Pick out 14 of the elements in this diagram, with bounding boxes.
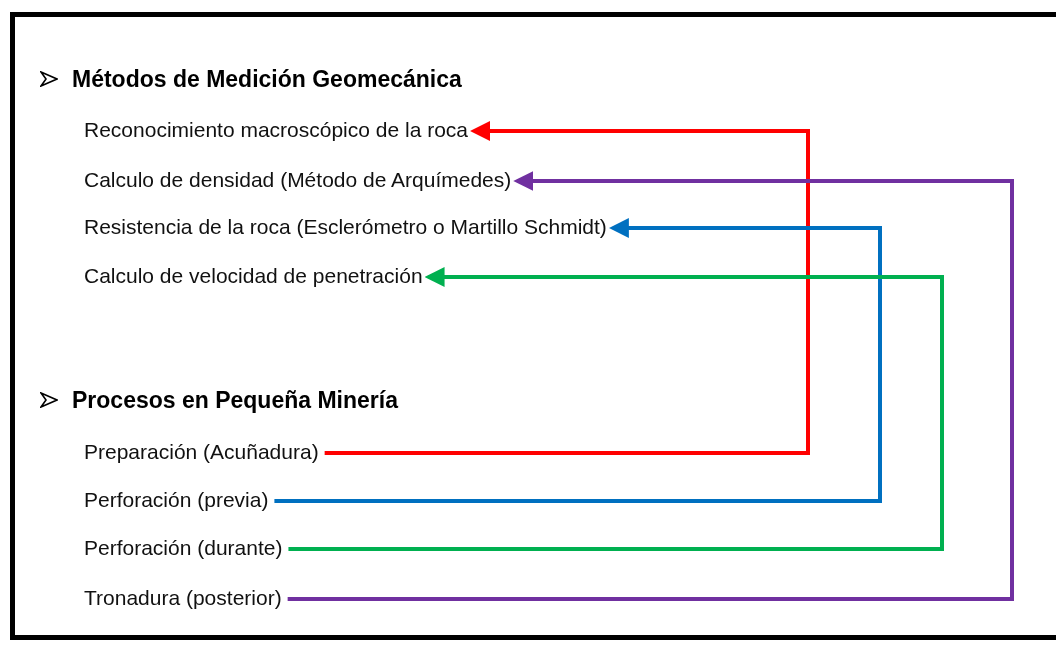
list-item-text: Resistencia de la roca (Esclerómetro o Martillo Schmidt) <box>84 214 607 240</box>
connector-arrow <box>287 171 1014 601</box>
list-item-text: Calculo de velocidad de penetración <box>84 263 423 289</box>
list-item-text: Perforación (durante) <box>84 535 283 561</box>
section-heading: Métodos de Medición Geomecánica <box>72 65 462 93</box>
list-item-text: Preparación (Acuñadura) <box>84 439 319 465</box>
section-heading: Procesos en Pequeña Minería <box>72 386 398 414</box>
list-item-text: Tronadura (posterior) <box>84 585 282 611</box>
connector-arrow <box>324 121 810 455</box>
list-item-text: Reconocimiento macroscópico de la roca <box>84 117 469 143</box>
connector-arrow <box>274 218 882 503</box>
list-item-text: Perforación (previa) <box>84 487 269 513</box>
list-item-text: Calculo de densidad (Método de Arquímedes) <box>84 167 512 193</box>
connector-arrow <box>288 267 944 551</box>
